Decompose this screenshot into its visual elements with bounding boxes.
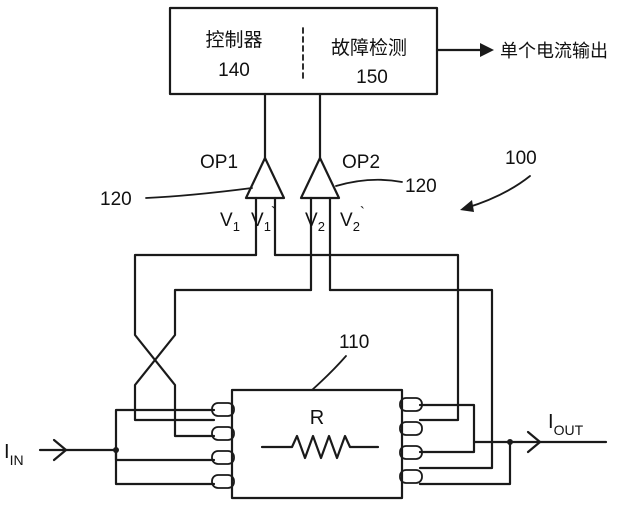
right-pin-1 [399, 397, 423, 412]
left-pin-4 [211, 474, 235, 489]
resistor-zigzag [260, 434, 380, 460]
op1-ref-leader [145, 187, 253, 199]
op2-triangle [299, 156, 341, 200]
system-ref-arrowhead [460, 200, 474, 212]
v2-label: V2 [305, 210, 325, 234]
resistor-ref: 110 [339, 332, 369, 353]
op1-label: OP1 [200, 152, 238, 173]
system-ref: 100 [505, 148, 537, 169]
left-pin-2 [211, 426, 235, 441]
iout-label: IOUT [548, 411, 584, 438]
iout-force-wire-mid [418, 440, 476, 454]
svg-text:V1`: V1` [251, 204, 276, 234]
left-pin-3 [211, 450, 235, 465]
v2-sense-wire [133, 288, 313, 422]
v2p-sense-wire [328, 288, 494, 470]
iin-force-wire-top [114, 408, 216, 452]
iout-force-wire-top [418, 403, 512, 444]
controller-number: 140 [218, 60, 250, 81]
iout-force-wire-bottom [418, 440, 512, 486]
op1-triangle [244, 156, 286, 200]
v1-prime-label: V1` [251, 204, 276, 234]
right-pin-2 [399, 421, 423, 436]
fault-detection-label: 故障检测 [331, 37, 407, 59]
right-pin-4 [399, 469, 423, 484]
fault-detection-number: 150 [356, 67, 388, 88]
output-arrow-head [480, 43, 494, 57]
left-pin-1 [211, 402, 235, 417]
svg-text:V1: V1 [220, 210, 240, 234]
right-pin-3 [399, 445, 423, 460]
svg-text:IOUT: IOUT [548, 411, 584, 438]
resistor-label: R [310, 407, 324, 429]
iin-force-wire-bottom [114, 448, 216, 486]
op1-ref: 120 [100, 189, 132, 210]
iin-force-wire-mid [114, 448, 216, 462]
v1p-sense-wire [273, 253, 460, 422]
v2-prime-label: V2` [340, 204, 365, 234]
controller-label: 控制器 [205, 29, 262, 51]
svg-text:V2`: V2` [340, 204, 365, 234]
iin-arrow [52, 438, 68, 462]
resistor-package [230, 388, 404, 500]
op2-ref: 120 [405, 176, 437, 197]
resistor-ref-leader [311, 355, 347, 391]
svg-text:V2: V2 [305, 210, 325, 234]
output-label: 单个电流输出 [500, 41, 608, 62]
op2-ref-leader [335, 178, 403, 187]
svg-text:IIN: IIN [4, 441, 24, 468]
system-ref-leader [465, 175, 531, 209]
op2-label: OP2 [342, 152, 380, 173]
iin-label: IIN [4, 441, 24, 468]
v1-label: V1 [220, 210, 240, 234]
iout-arrow [526, 430, 542, 454]
v1-sense-wire [133, 253, 258, 438]
